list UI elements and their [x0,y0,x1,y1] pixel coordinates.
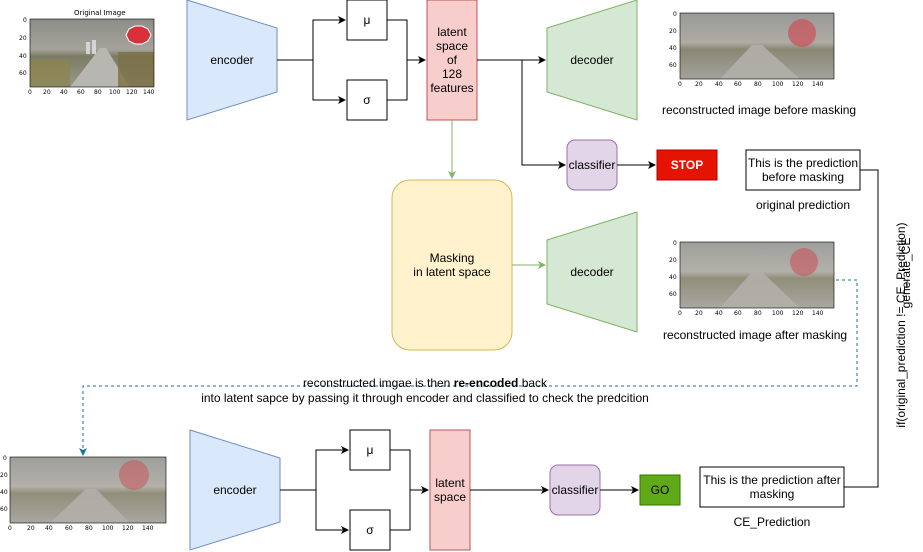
original-image-plot [29,18,155,88]
recon-before-plot [679,12,835,80]
reencode-caption-line1: reconstructed imgae is then re-encoded b… [302,376,548,390]
sigma-top-label: σ [363,93,371,107]
classifier-top-label: classifier [568,158,616,172]
blurred-stop-sign-icon-3 [119,460,149,490]
latent-space-bottom [429,429,471,551]
stop-label: STOP [670,158,704,172]
encoder-top [186,0,278,121]
road-shape [70,48,130,87]
decoder-top-label: decoder [570,53,614,67]
classifier-bottom-label: classifier [551,483,599,497]
recon-after-plot [679,241,835,309]
stop-sign-icon [125,25,152,45]
side-action-text: generate_CE [899,237,913,309]
decoder-middle-label: decoder [570,265,614,279]
mu-bottom-label: μ [366,443,374,457]
recon-before-caption: reconstructed image before masking [662,103,857,117]
prediction-after-label: This is the prediction after masking [703,473,841,501]
mu-box-top [346,0,388,41]
prediction-after-box [699,466,845,508]
original-prediction-caption: original prediction [755,198,851,212]
re-encode-dashed-arrow [79,279,858,456]
blurred-stop-sign-icon [788,19,816,47]
mu-top-label: μ [363,13,371,27]
blurred-stop-sign-icon-2 [790,248,818,276]
connectors [277,16,879,534]
latent-bottom-label: latent space [433,476,467,504]
latent-top-label: latent space of 128 features [430,25,474,95]
encoder-bottom-label: encoder [213,483,257,497]
encoder-bottom [189,429,281,551]
latent-space-top [426,0,478,121]
reencode-caption-line2: into latent sapce by passing it through … [201,391,649,405]
re-encode-input-plot [9,456,167,524]
prediction-before-label: This is the prediction before masking [747,156,859,184]
go-label: GO [650,483,670,497]
green-connectors [448,120,546,269]
prediction-before-box [745,149,861,191]
decoder-middle [546,211,638,333]
original-image-title: Original Image [74,9,126,17]
recon-after-caption: reconstructed image after masking [662,328,848,342]
go-box [639,474,681,506]
sigma-bottom-label: σ [366,523,374,537]
sigma-box-bottom [349,509,391,551]
masking-label: Masking in latent space [413,251,491,279]
decoder-top [546,0,638,121]
stop-box [656,149,718,181]
encoder-top-label: encoder [210,53,254,67]
ce-prediction-caption: CE_Prediction [733,515,811,529]
